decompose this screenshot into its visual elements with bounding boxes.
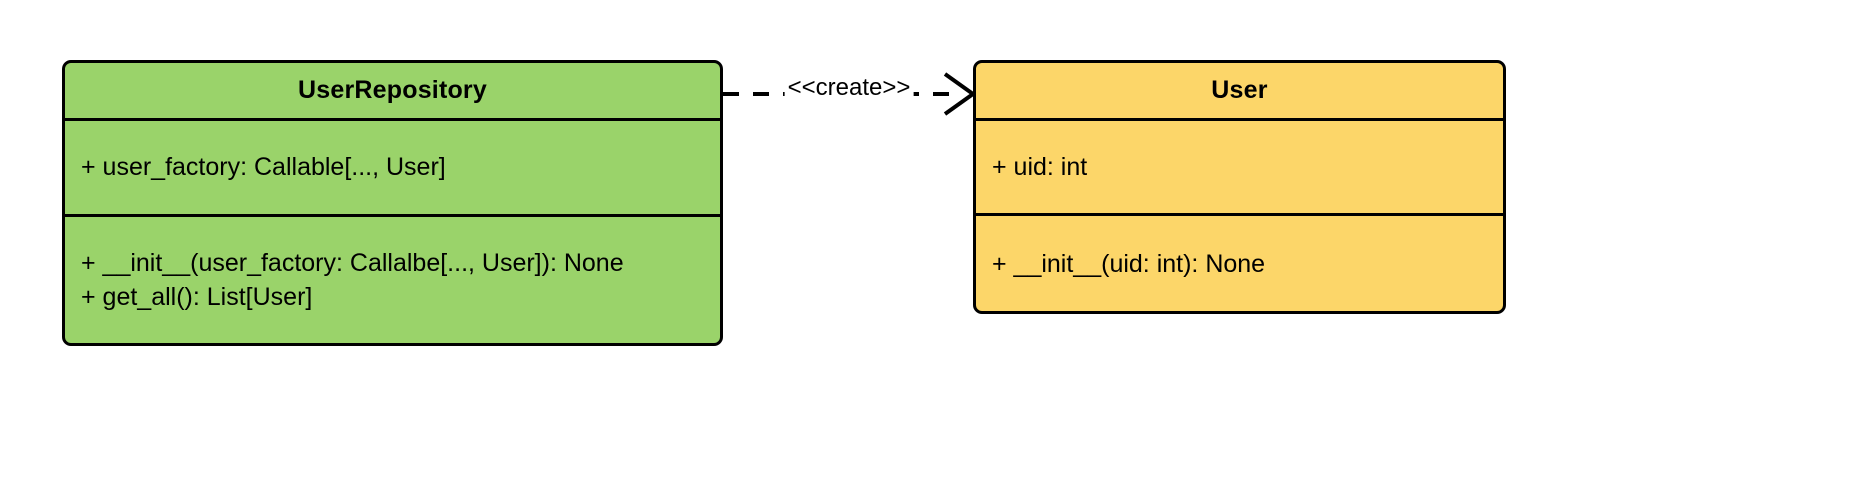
uml-class-user[interactable]: User + uid: int + __init__(uid: int): No… [973, 60, 1506, 314]
methods-compartment-user-repository: + __init__(user_factory: Callalbe[..., U… [65, 217, 720, 343]
method-row: + get_all(): List[User] [81, 282, 313, 311]
dependency-stereotype-label: <<create>> [784, 74, 914, 102]
class-title-user-repository: UserRepository [298, 75, 487, 104]
class-title-user: User [1211, 75, 1268, 104]
attributes-compartment-user-repository: + user_factory: Callable[..., User] [65, 121, 720, 214]
compartment-divider [65, 213, 720, 217]
dependency-arrow-create[interactable]: <<create>> [723, 62, 977, 132]
method-row: + __init__(uid: int): None [992, 249, 1266, 278]
method-row: + __init__(user_factory: Callalbe[..., U… [81, 248, 624, 277]
attribute-row: + user_factory: Callable[..., User] [81, 153, 446, 182]
attributes-compartment-user: + uid: int [976, 121, 1503, 214]
compartment-divider [976, 213, 1503, 217]
dependency-open-arrowhead [943, 72, 977, 116]
compartment-divider [976, 117, 1503, 121]
attribute-row: + uid: int [992, 152, 1088, 181]
compartment-divider [65, 117, 720, 121]
uml-class-user-repository[interactable]: UserRepository + user_factory: Callable[… [62, 60, 723, 346]
methods-compartment-user: + __init__(uid: int): None [976, 216, 1503, 311]
